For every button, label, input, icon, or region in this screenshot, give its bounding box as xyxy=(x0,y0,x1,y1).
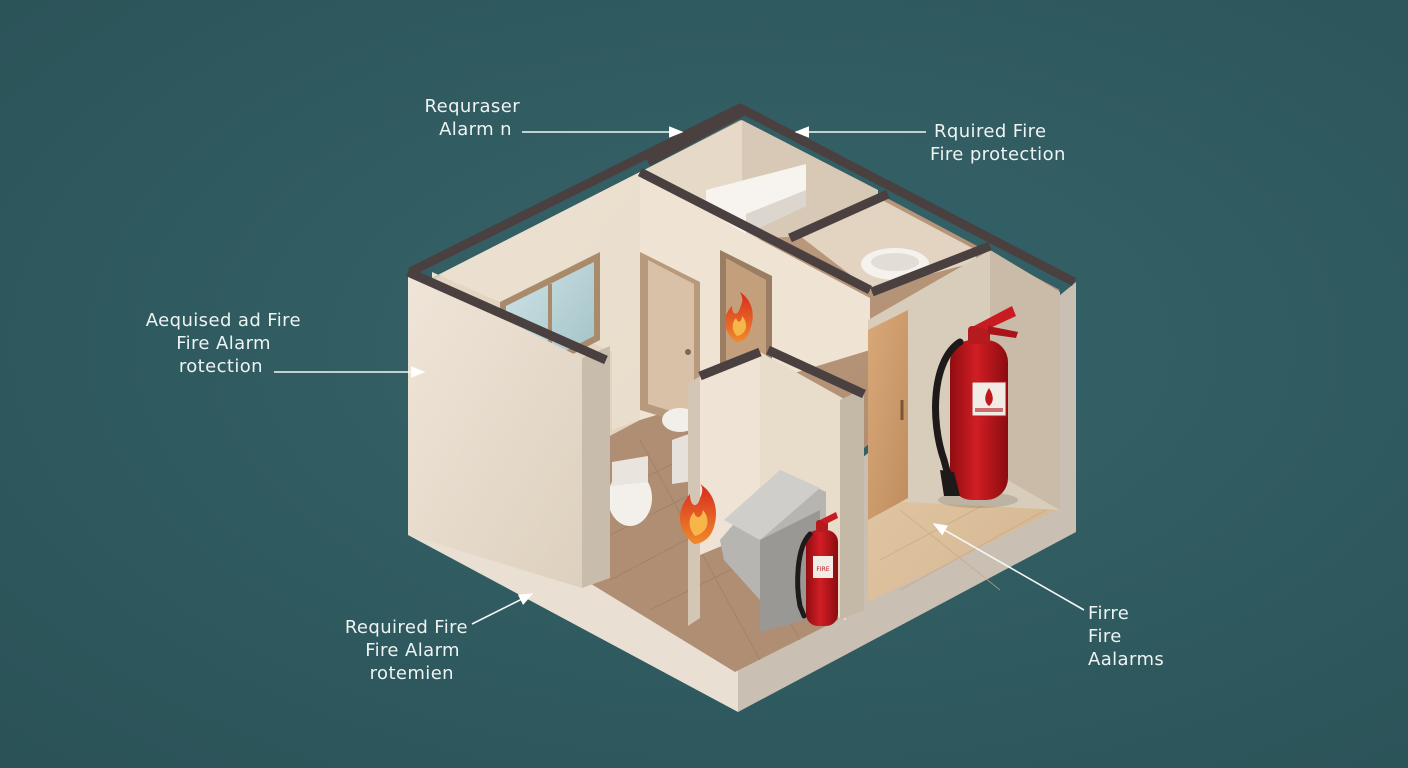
callout-bottom-left: Required Fire Fire Alarm rotemien xyxy=(300,616,468,685)
callout-line: rotemien xyxy=(369,663,454,684)
callout-line: Requraser xyxy=(424,96,520,117)
callout-line: Fire Alarm xyxy=(365,640,460,661)
annotation-arrows xyxy=(274,126,1085,625)
callout-top-left: Requraser Alarm n xyxy=(380,95,520,141)
callout-line: Alarm n xyxy=(439,119,512,140)
callout-top-right: Rquired Fire Fire protection xyxy=(930,120,1130,166)
extinguisher-label: FIRE xyxy=(816,566,829,573)
callout-left: Aequised ad Fire Fire Alarm rotection xyxy=(96,309,301,378)
door-right-room xyxy=(868,310,908,520)
fire-extinguisher-icon xyxy=(932,306,1018,508)
callout-line: Fire Alarm xyxy=(176,333,271,354)
arrow-bottom-right xyxy=(932,523,1085,611)
callout-line: Aequised ad Fire xyxy=(145,310,301,331)
door-center xyxy=(640,252,700,428)
callout-line: Required Fire xyxy=(344,617,468,638)
callout-line: Aalarms xyxy=(1088,649,1165,670)
callout-line: rotection xyxy=(178,356,263,377)
arrow-bottom-left xyxy=(471,593,534,625)
callout-line: Fire xyxy=(1088,626,1122,647)
callout-line: Fire protection xyxy=(930,144,1066,165)
flame-icon xyxy=(679,484,716,544)
partition-walls xyxy=(408,272,864,632)
callout-bottom-right: Firre Fire Aalarms xyxy=(1088,602,1198,671)
wall-caps xyxy=(406,103,1077,399)
fire-extinguisher-icon: FIRE xyxy=(795,512,838,626)
flame-icon xyxy=(724,292,753,342)
callout-line: Rquired Fire xyxy=(934,121,1047,142)
callout-line: Firre xyxy=(1088,603,1130,624)
